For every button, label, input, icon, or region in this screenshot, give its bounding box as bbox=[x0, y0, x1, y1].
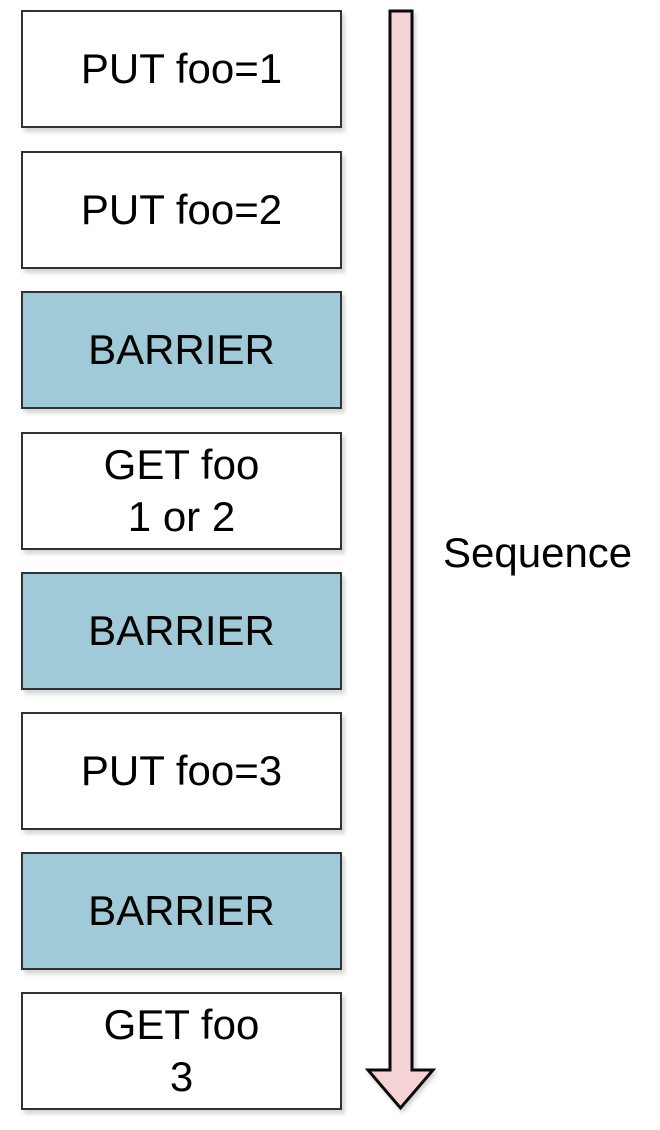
op-box-put-foo-1: PUT foo=1 bbox=[21, 10, 342, 128]
barrier-label: BARRIER bbox=[88, 887, 275, 934]
barrier-label: BARRIER bbox=[88, 326, 275, 373]
op-box-put-foo-2: PUT foo=2 bbox=[21, 151, 342, 269]
op-box-label-line-2: 1 or 2 bbox=[127, 493, 236, 540]
barrier-box-2: BARRIER bbox=[21, 572, 342, 690]
barrier-box-1: BARRIER bbox=[21, 291, 342, 409]
barrier-box-3: BARRIER bbox=[21, 852, 342, 970]
op-box-label-line-1: GET foo bbox=[103, 1001, 260, 1048]
op-box-label-line-2: 3 bbox=[169, 1053, 194, 1100]
barrier-label: BARRIER bbox=[88, 607, 275, 654]
op-box-label: PUT foo=1 bbox=[80, 45, 283, 92]
sequence-arrow-label: Sequence bbox=[443, 529, 633, 576]
op-box-label-line-1: GET foo bbox=[103, 441, 260, 488]
op-box-label: PUT foo=3 bbox=[80, 747, 283, 794]
op-box-put-foo-3: PUT foo=3 bbox=[21, 712, 342, 830]
op-box-get-foo-1-or-2: GET foo 1 or 2 bbox=[21, 432, 342, 550]
op-box-label: PUT foo=2 bbox=[80, 186, 283, 233]
sequence-arrow-shape bbox=[364, 9, 437, 1111]
op-box-get-foo-3: GET foo 3 bbox=[21, 992, 342, 1110]
